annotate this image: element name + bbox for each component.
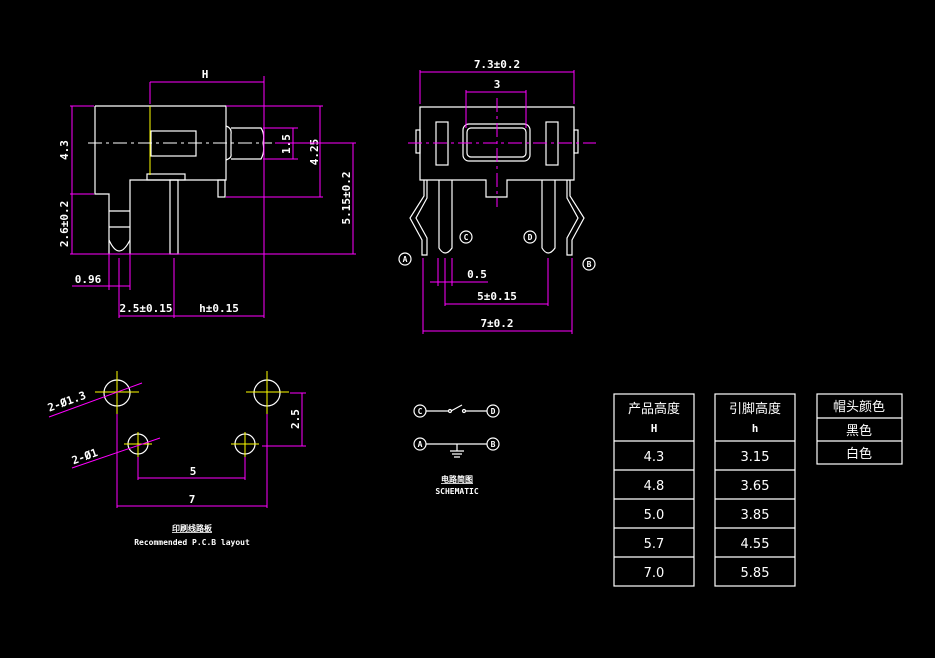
table-cell: 黑色 [846, 423, 872, 439]
dim-H: H [202, 68, 209, 81]
dim-4-25: 4.25 [308, 139, 321, 166]
schematic-a: A [418, 440, 423, 449]
dim-4-3: 4.3 [58, 140, 71, 160]
table-cell: 5.0 [644, 508, 665, 523]
switch-symbol [426, 404, 487, 458]
dim-5-15: 5.15±0.2 [340, 172, 353, 225]
schematic: C D A B 电路简图 SCHEMATIC [413, 404, 500, 496]
dim-2-5: 2.5±0.15 [120, 302, 173, 315]
dim-5: 5±0.15 [477, 290, 517, 303]
table-cap-color: 帽头颜色 黑色 白色 [816, 393, 903, 465]
table-header: h [752, 422, 759, 435]
dim-0-5: 0.5 [467, 268, 487, 281]
table-cell: 4.3 [644, 450, 665, 465]
dim-7: 7±0.2 [480, 317, 513, 330]
table-cell: 3.15 [741, 450, 770, 465]
dim-0-96: 0.96 [75, 273, 102, 286]
dim-5: 5 [190, 465, 197, 478]
pin-labels: A C D B [398, 230, 596, 271]
pin-d-label: D [528, 233, 533, 242]
front-view: 7.3±0.2 3 0.5 5±0.15 7±0.2 A C D B [398, 58, 596, 334]
table-cell: 3.65 [741, 479, 770, 494]
schematic-d: D [491, 407, 496, 416]
dim-2-6: 2.6±0.2 [58, 201, 71, 247]
side-view: H 4.3 2.6±0.2 1.5 4.25 5.15±0.2 0.96 2.5… [58, 68, 356, 318]
table-cell: 4.8 [644, 479, 665, 494]
table-cell: 5.7 [644, 537, 665, 552]
pin-c-label: C [464, 233, 469, 242]
table-cell: 3.85 [741, 508, 770, 523]
side-dimensions: H 4.3 2.6±0.2 1.5 4.25 5.15±0.2 0.96 2.5… [58, 68, 356, 318]
dim-3: 3 [494, 78, 501, 91]
pin-b-label: B [587, 260, 592, 269]
dim-1-5: 1.5 [280, 134, 293, 154]
table-pin-height: 引脚高度 h 3.15 3.65 3.85 4.55 5.85 [714, 393, 796, 587]
dim-h: h±0.15 [199, 302, 239, 315]
schematic-c: C [418, 407, 423, 416]
table-cell: 白色 [846, 446, 872, 462]
table-cell: 7.0 [644, 566, 665, 581]
pcb-title-en: Recommended P.C.B layout [134, 538, 250, 547]
hole-small-label: 2-Ø1 [70, 446, 100, 467]
pin-a-label: A [403, 255, 408, 264]
dim-2-5: 2.5 [289, 409, 302, 429]
table-header: 引脚高度 [729, 401, 781, 417]
dim-7: 7 [189, 493, 196, 506]
schematic-title-en: SCHEMATIC [435, 487, 479, 496]
table-product-height: 产品高度 H 4.3 4.8 5.0 5.7 7.0 [613, 393, 695, 587]
pcb-title-cn: 印刷线路板 [172, 523, 213, 533]
front-dimensions: 7.3±0.2 3 0.5 5±0.15 7±0.2 [419, 58, 575, 334]
dim-7-3: 7.3±0.2 [474, 58, 520, 71]
schematic-b: B [491, 440, 496, 449]
table-cell: 5.85 [741, 566, 770, 581]
table-header: 帽头颜色 [833, 399, 885, 415]
pcb-layout: 2-Ø1.3 2-Ø1 5 7 2.5 印刷线路板 Recommended P.… [46, 371, 306, 547]
schematic-title-cn: 电路简图 [441, 474, 473, 484]
table-header: H [651, 422, 658, 435]
table-cell: 4.55 [741, 537, 770, 552]
table-header: 产品高度 [628, 401, 680, 417]
